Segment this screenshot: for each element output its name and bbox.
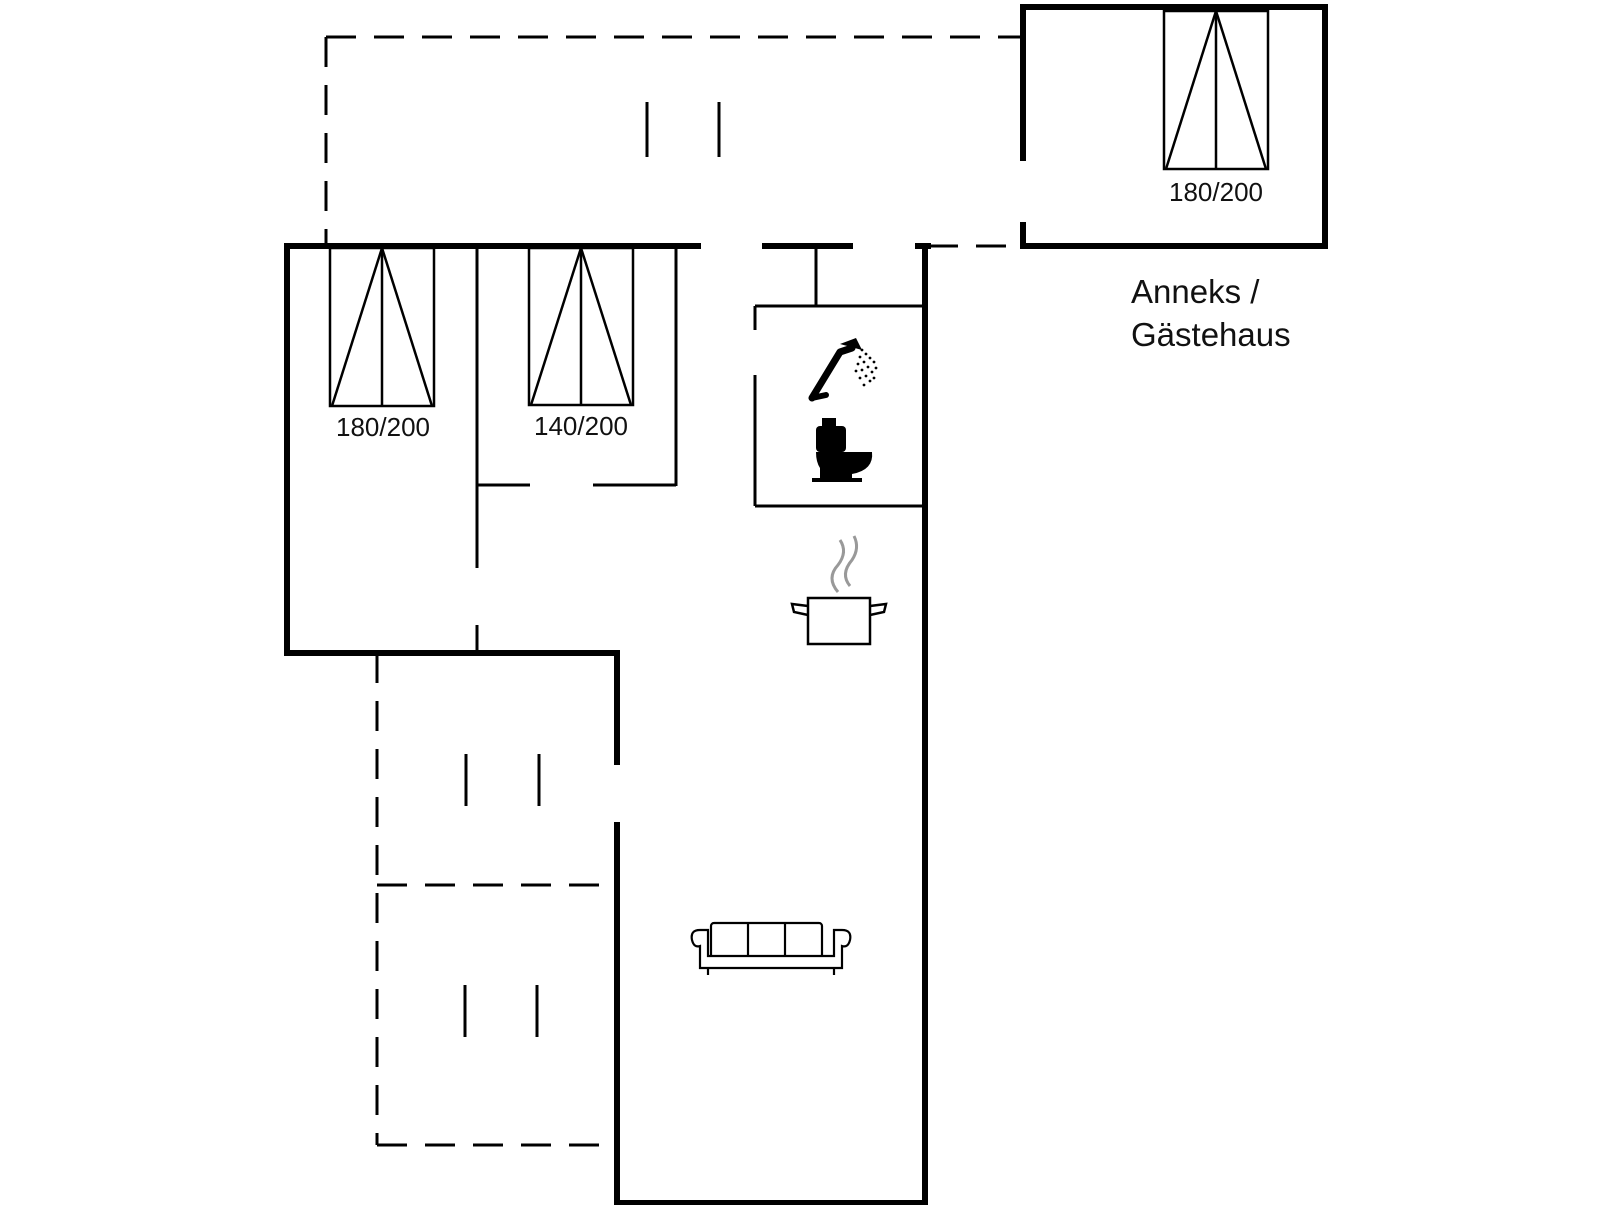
terrace-outlines <box>324 35 1022 1147</box>
main-house-walls <box>284 243 931 1205</box>
bed-annex-size-label: 180/200 <box>1169 177 1263 207</box>
sofa-icon <box>690 921 852 975</box>
annex-label-line2: Gästehaus <box>1131 316 1291 353</box>
toilet-icon <box>812 418 873 482</box>
cooking-pot-icon <box>790 535 888 646</box>
bed-1-size-label: 180/200 <box>336 412 430 442</box>
bed-2-140-200 <box>527 246 635 407</box>
shower-icon <box>808 338 878 402</box>
bed-annex-180-200 <box>1162 9 1270 171</box>
interior-partitions <box>475 246 925 653</box>
bed-1-180-200 <box>328 246 436 408</box>
annex-label-line1: Anneks / <box>1131 273 1260 310</box>
bed-2-size-label: 140/200 <box>534 411 628 441</box>
terrace-markers <box>463 102 721 1037</box>
annex-walls <box>1020 4 1328 249</box>
